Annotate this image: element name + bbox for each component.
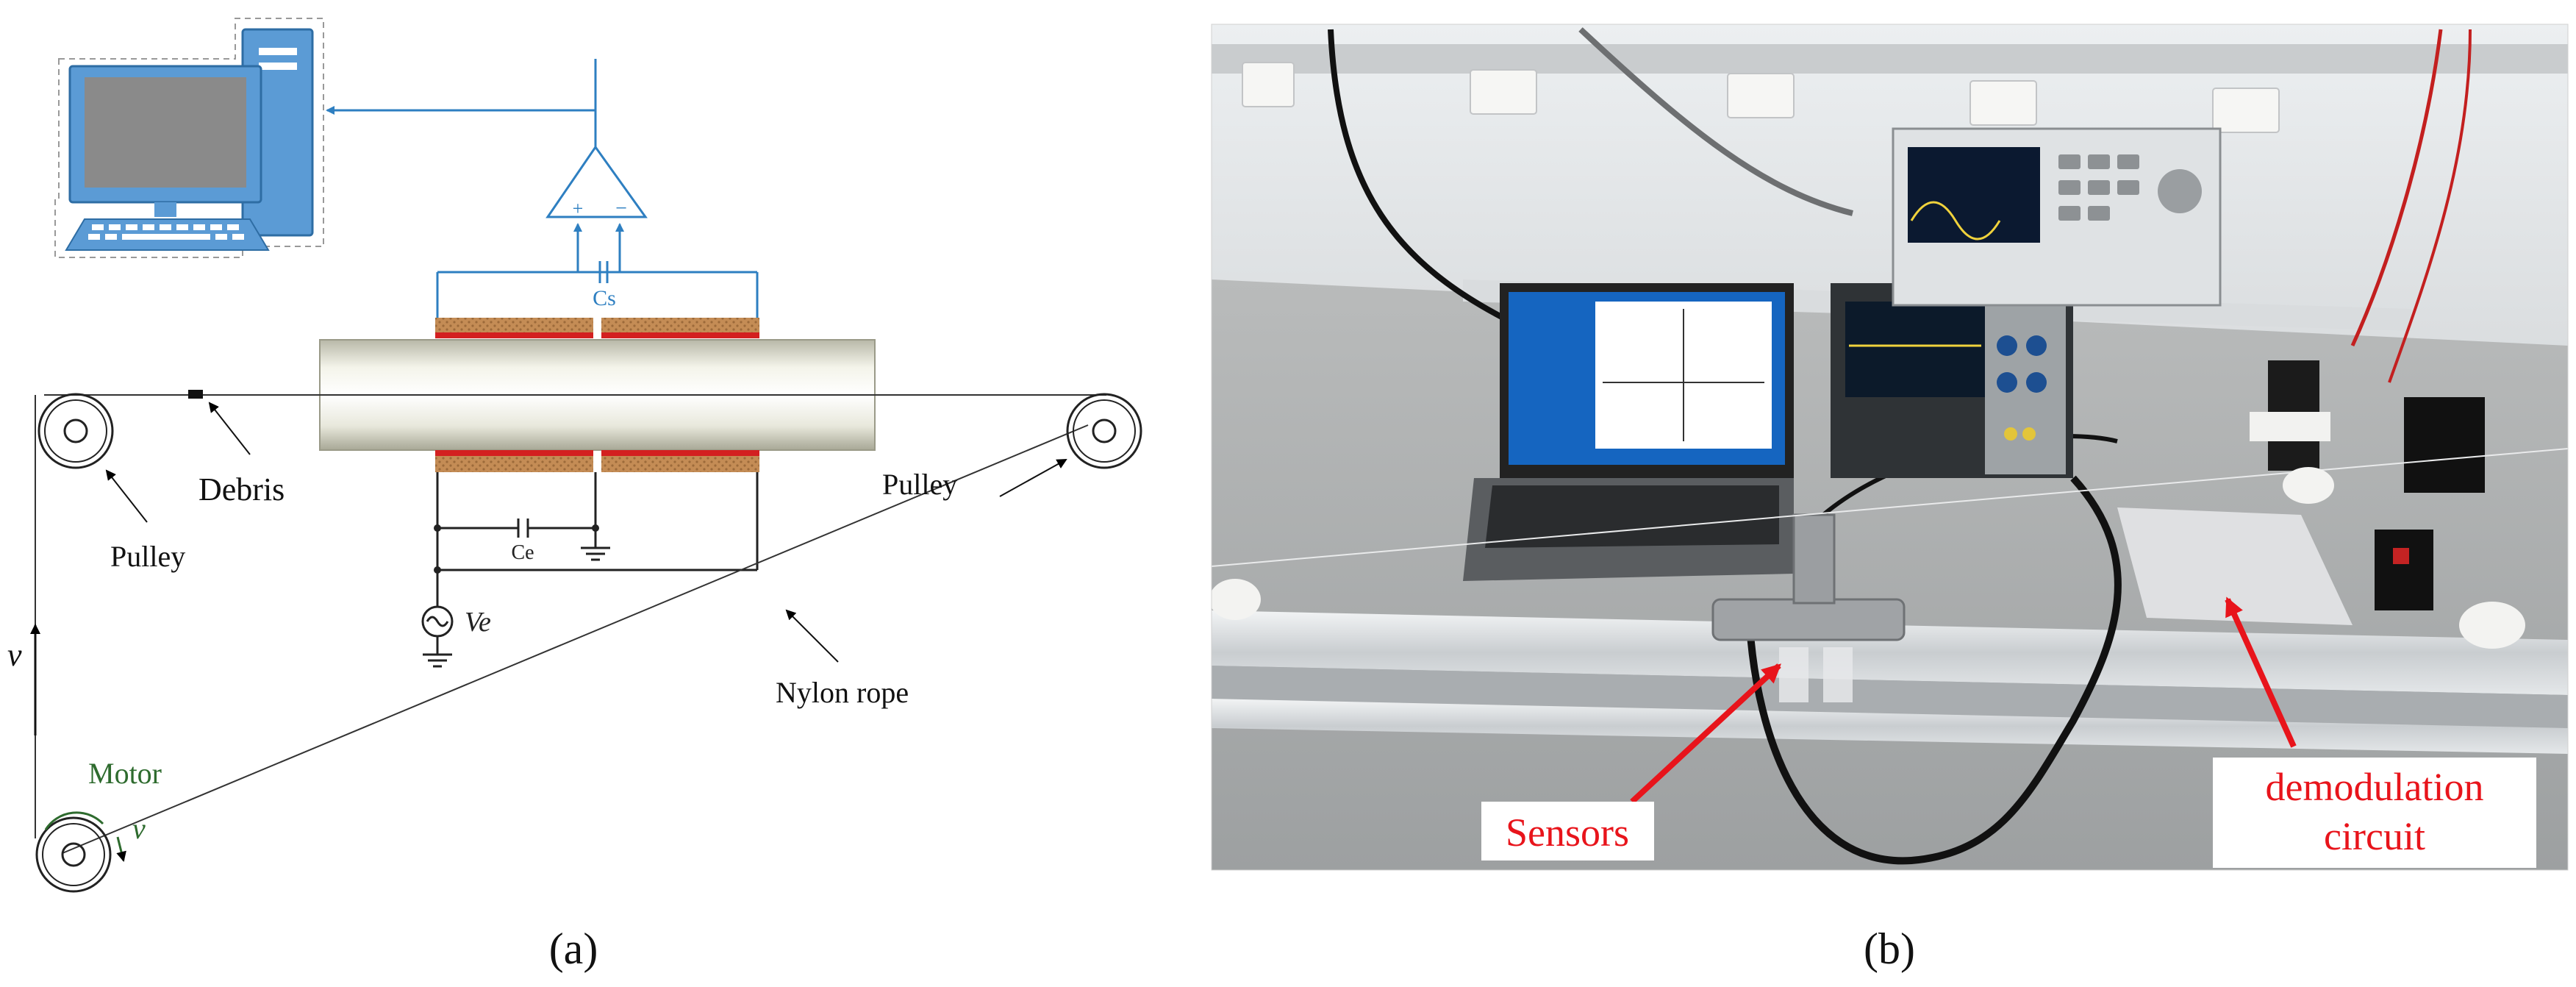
caption-b: (b): [1864, 924, 1915, 973]
demodulation-label-box: [2213, 758, 2536, 868]
velocity-v-label: v: [7, 637, 22, 673]
amp-plus-label: +: [573, 198, 584, 219]
demodulation-label-line2: circuit: [2324, 814, 2425, 858]
computer-icon: [54, 18, 324, 258]
excitation-circuit: [421, 472, 759, 668]
motor-label: Motor: [88, 757, 162, 790]
debris-label: Debris: [198, 471, 285, 507]
capacitor-cs-label: Cs: [593, 286, 616, 310]
sensors-label: Sensors: [1506, 810, 1629, 855]
nylon-rope: [35, 394, 1106, 854]
electrode-bottom: [435, 450, 759, 472]
amp-minus-label: −: [615, 197, 627, 220]
nylon-rope-label: Nylon rope: [776, 676, 909, 709]
demodulation-label-line1: demodulation: [2266, 765, 2484, 809]
amplifier-circuit: [326, 59, 759, 318]
pulley-right: [1066, 393, 1142, 469]
pulley-left-label: Pulley: [110, 540, 185, 573]
motor-pulley: [35, 816, 112, 893]
panel-b-photo: Sensors demodulation circuit (b): [1211, 24, 2569, 973]
panel-a-diagram: + − Cs: [7, 18, 1142, 973]
electrode-top: [435, 318, 759, 338]
pulley-left: [37, 393, 114, 469]
pulley-right-label: Pulley: [882, 468, 957, 501]
voltage-ve-label: Ve: [465, 607, 491, 638]
debris-particle: [188, 390, 203, 399]
caption-a: (a): [549, 924, 598, 973]
capacitor-ce-label: Ce: [511, 541, 534, 564]
sensors-label-box: [1481, 802, 1654, 860]
motor-velocity-label: v: [132, 812, 146, 845]
